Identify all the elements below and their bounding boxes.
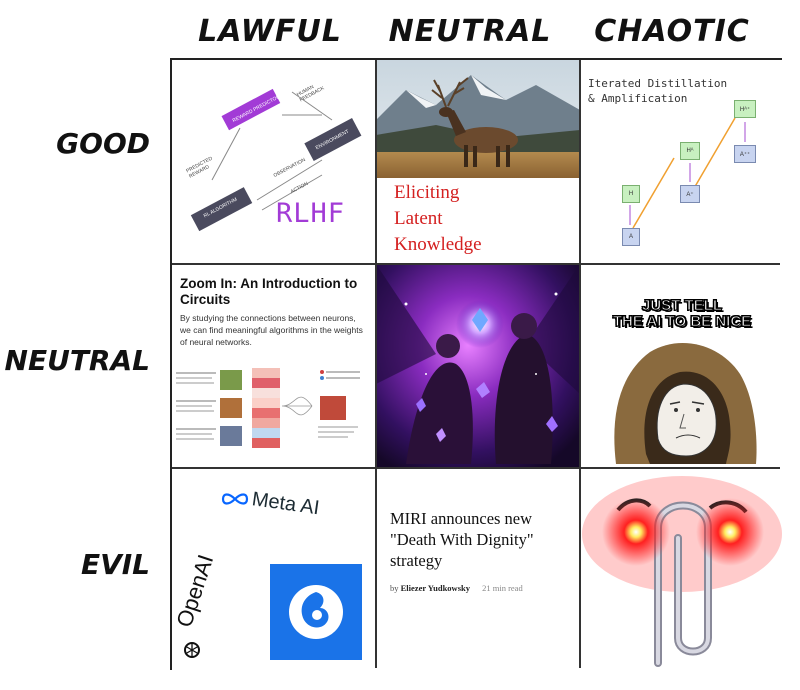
ida-box-a: A [622,228,640,246]
column-header-neutral: NEUTRAL [388,14,552,49]
meme-line-1: JUST TELL [641,297,722,314]
evil-clippy [582,476,782,667]
meta-ai-logo: Meta AI [250,488,321,520]
ida-title-line-1: Iterated Distillation [588,77,728,90]
byline-author: Eliezer Yudkowsky [400,583,470,593]
wojak-face [656,383,717,457]
cell-lawful-neutral: Zoom In: An Introduction to Circuits By … [172,264,376,468]
deepmind-logo [270,564,362,660]
grid-divider-h2 [172,467,780,469]
mystical-art [376,264,580,468]
circuits-description: By studying the connections between neur… [180,313,363,347]
arrow-predicted-reward [211,127,241,181]
miri-byline: by Eliezer Yudkowsky 21 min read [390,583,580,593]
cell-neutral-evil: MIRI announces new "Death With Dignity" … [376,468,580,672]
circuits-heatmap [252,368,280,448]
alignment-grid: REWARD PREDICTOR RL ALGORITHM ENVIRONMEN… [170,58,784,672]
elk-photo [376,60,580,178]
ida-arrow-orange-1 [632,157,675,229]
cell-chaotic-neutral: JUST TELL THE AI TO BE NICE [580,264,784,468]
elk-title: Eliciting Latent Knowledge [394,180,482,258]
ida-diagram [629,117,746,229]
arrow-human-feedback [291,91,333,121]
meta-infinity-icon [221,493,249,505]
ida-box-a1: A⁺ [680,185,700,203]
figure-right [494,334,553,464]
ida-box-hp1: Hᴬ [680,142,700,160]
grid-divider-v1 [375,60,377,668]
figure-left [406,362,473,464]
ida-title: Iterated Distillation & Amplification [588,76,727,106]
meme-line-2: THE AI TO BE NICE [612,313,752,330]
environment-box [304,118,362,162]
reward-predictor-box [221,88,281,131]
row-header-neutral: NEUTRAL [4,344,150,377]
byline-prefix: by [390,583,399,593]
hooded-wojak [614,343,757,464]
elk-line-2: Latent [394,208,443,229]
arrow-action [261,174,323,211]
miri-headline: MIRI announces new "Death With Dignity" … [390,509,534,570]
cell-lawful-evil: Meta AI OpenAI [172,468,376,672]
cell-true-neutral [376,264,580,468]
ida-arrow-orange-2 [692,117,736,191]
row-header-good: GOOD [56,127,150,160]
circuits-output-thumb [320,396,346,420]
rlhf-title: RLHF [276,198,346,229]
ida-title-line-2: & Amplification [588,92,688,105]
ida-box-hp2: Hᴬ⁺ [734,100,756,118]
grid-divider-v2 [579,60,581,668]
openai-logo: OpenAI [172,551,219,631]
circuits-thumb-1 [220,370,242,390]
ida-box-h: H [622,185,640,203]
arrow-observation [256,159,323,201]
elk-line-1: Eliciting [394,182,460,203]
byline-read-time: 21 min read [482,583,523,593]
circuits-title: Zoom In: An Introduction to Circuits [180,276,358,307]
circuits-thumb-2 [220,398,242,418]
cell-chaotic-evil [580,468,784,672]
glowing-eye-left [602,498,670,566]
rlhf-diagram [190,88,362,232]
ida-box-a2: A⁺⁺ [734,145,756,163]
circuits-thumb-3 [220,426,242,446]
grid-divider-h1 [172,263,780,265]
circuits-figure [176,368,360,448]
crystal-gem [472,308,488,332]
cell-lawful-good: REWARD PREDICTOR RL ALGORITHM ENVIRONMEN… [172,60,376,264]
meme-caption: JUST TELL THE AI TO BE NICE [580,297,784,330]
glowing-eye-right [696,498,764,566]
row-header-evil: EVIL [80,548,150,581]
openai-icon [184,642,200,658]
cell-chaotic-good: Iterated Distillation & Amplification H … [580,60,784,264]
deepmind-icon [289,585,343,639]
column-header-lawful: LAWFUL [198,14,342,49]
column-header-chaotic: CHAOTIC [594,14,750,49]
elk-body [454,127,518,153]
rl-algorithm-box [190,187,253,232]
cell-neutral-good: Eliciting Latent Knowledge [376,60,580,264]
elk-line-3: Knowledge [394,234,482,255]
